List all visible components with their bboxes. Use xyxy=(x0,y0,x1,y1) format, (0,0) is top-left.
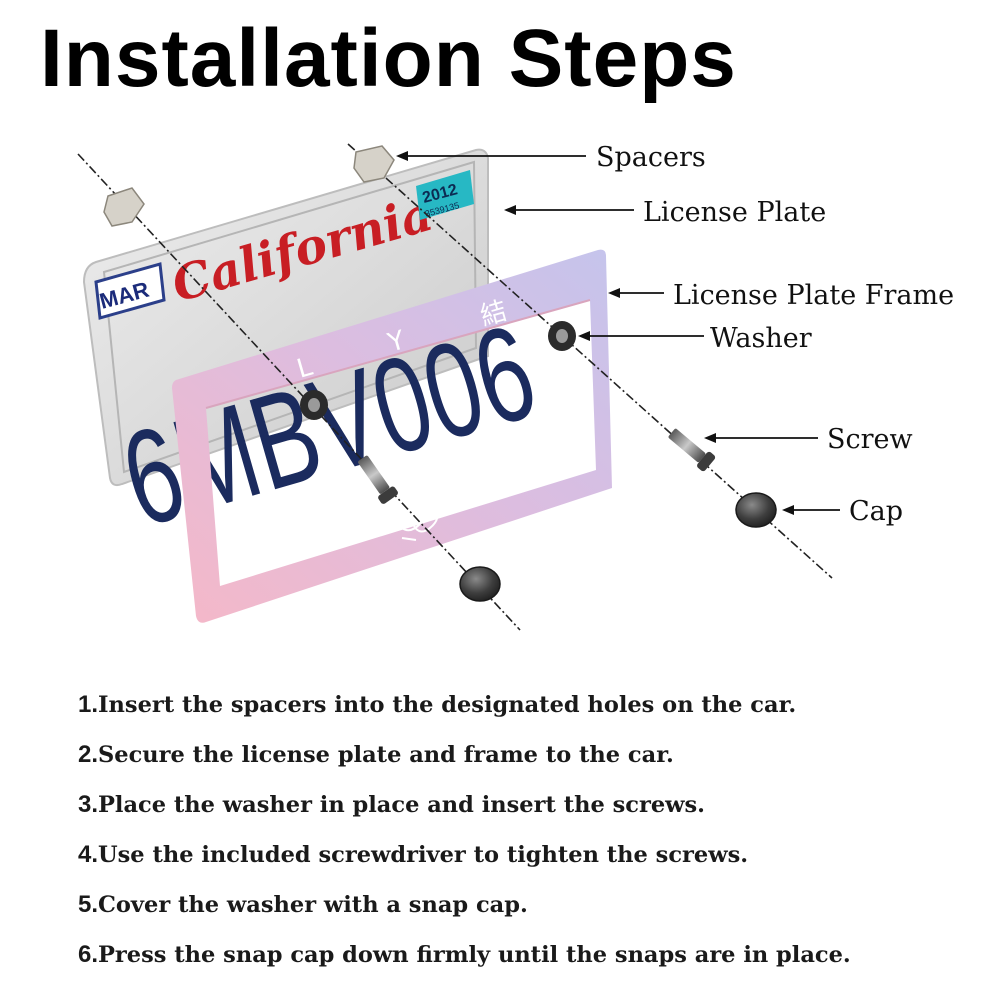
step-item: 2.Secure the license plate and frame to … xyxy=(78,741,674,768)
step-item: 4.Use the included screwdriver to tighte… xyxy=(78,841,749,868)
screw-right-icon xyxy=(668,428,716,472)
label-license-plate-frame: License Plate Frame xyxy=(673,280,954,311)
spacers-arrow xyxy=(396,151,586,161)
label-license-plate: License Plate xyxy=(643,197,826,228)
label-screw: Screw xyxy=(827,424,913,455)
mounting-lines xyxy=(77,143,833,631)
cap-arrow xyxy=(782,505,840,515)
label-washer: Washer xyxy=(710,323,812,354)
page-title: Installation Steps xyxy=(40,13,737,104)
screw-arrow xyxy=(704,433,818,443)
step-item: 6.Press the snap cap down firmly until t… xyxy=(78,941,851,968)
frame-signature-icon xyxy=(387,496,439,541)
cap-right-icon xyxy=(735,492,777,528)
washer-left-icon xyxy=(300,390,328,420)
license-plate-arrow xyxy=(504,205,634,215)
washer-right-icon xyxy=(548,321,576,351)
exploded-diagram: MAR California 2012 3539135 6MBV006 L Y … xyxy=(77,142,954,631)
spacer-right-icon xyxy=(353,145,395,183)
screw-left-icon xyxy=(358,455,398,504)
spacer-left-icon xyxy=(103,187,145,227)
steps-list: 1.Insert the spacers into the designated… xyxy=(78,683,978,983)
step-item: 5.Cover the washer with a snap cap. xyxy=(78,891,528,918)
step-item: 3.Place the washer in place and insert t… xyxy=(78,791,706,818)
washer-arrow xyxy=(578,331,704,341)
label-cap: Cap xyxy=(849,496,903,527)
cap-left-icon xyxy=(459,566,501,602)
label-spacers: Spacers xyxy=(596,142,706,173)
frame-arrow xyxy=(608,288,664,298)
step-item: 1.Insert the spacers into the designated… xyxy=(78,691,797,718)
year-sticker: 2012 3539135 xyxy=(416,170,474,220)
